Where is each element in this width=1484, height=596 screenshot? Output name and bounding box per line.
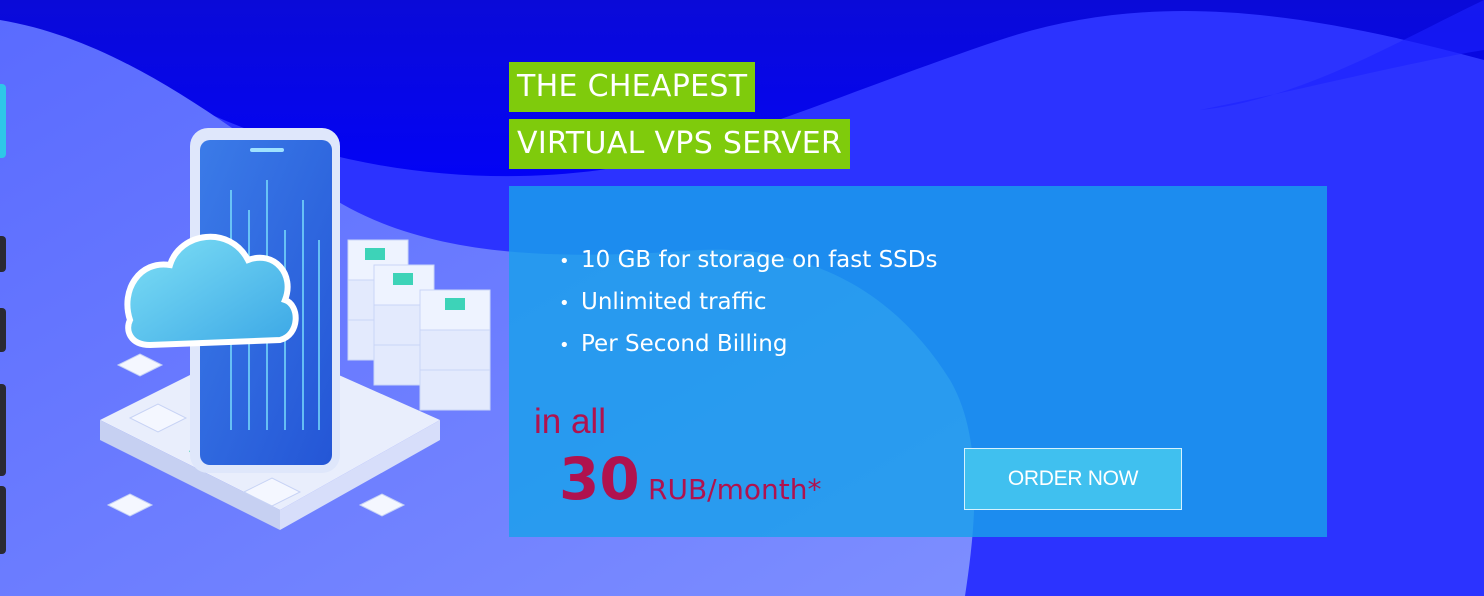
price-amount: 30 [559, 445, 640, 513]
feature-item: • Unlimited traffic [559, 282, 937, 324]
price-unit: RUB/month* [648, 473, 822, 506]
hero-title-line-2: VIRTUAL VPS SERVER [509, 119, 851, 169]
feature-text: Per Second Billing [581, 331, 788, 357]
feature-text: Unlimited traffic [581, 289, 767, 315]
cloud-server-illustration [100, 128, 491, 530]
bullet-icon: • [559, 293, 570, 314]
price-prefix: in all [534, 402, 606, 441]
side-tab-2[interactable] [0, 236, 6, 272]
feature-item: • 10 GB for storage on fast SSDs [559, 240, 937, 282]
side-tab-4[interactable] [0, 384, 6, 476]
side-tab-5[interactable] [0, 486, 6, 554]
feature-list: • 10 GB for storage on fast SSDs • Unlimit… [559, 240, 937, 366]
order-now-button[interactable]: ORDER NOW [964, 448, 1182, 510]
side-tab-3[interactable] [0, 308, 6, 352]
side-tab-1[interactable] [0, 84, 6, 158]
feature-item: • Per Second Billing [559, 324, 937, 366]
hero-title-line-1: THE CHEAPEST [509, 62, 756, 112]
offer-panel: • 10 GB for storage on fast SSDs • Unlimit… [509, 186, 1327, 537]
bullet-icon: • [559, 335, 570, 356]
feature-text: 10 GB for storage on fast SSDs [581, 247, 938, 273]
bullet-icon: • [559, 251, 570, 272]
